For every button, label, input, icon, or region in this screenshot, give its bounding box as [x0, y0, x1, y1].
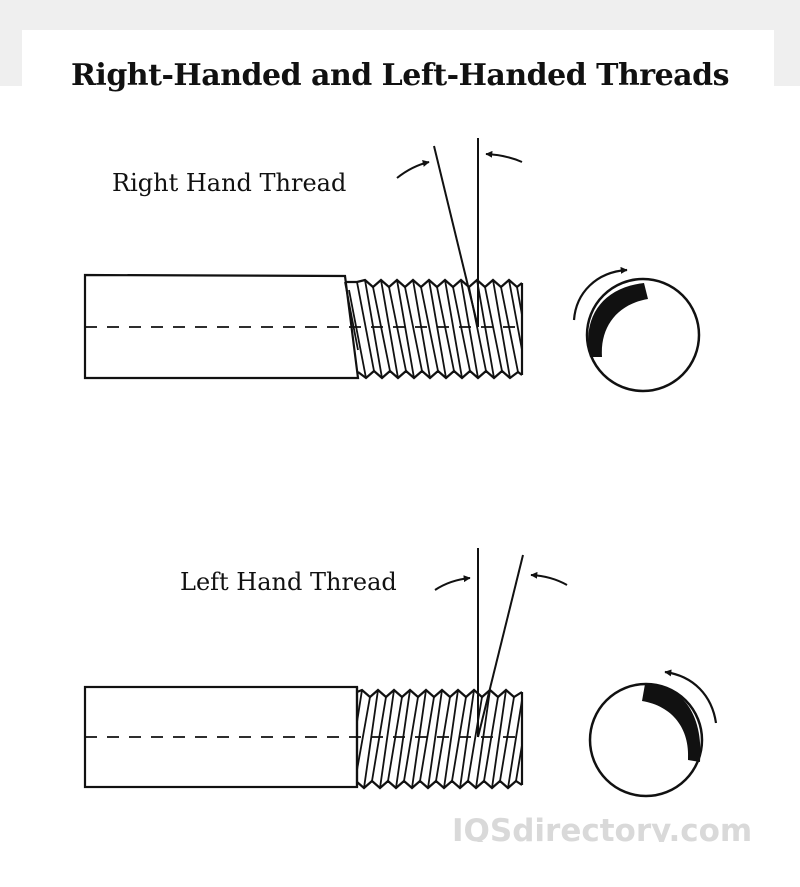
left-thread-section: [355, 687, 524, 790]
left-end-view: [588, 669, 718, 798]
clockwise-rotation-arrow: [572, 266, 628, 321]
right-angle-arrow-right: [485, 150, 523, 163]
left-thread-helix: [356, 689, 523, 789]
title-panel: [22, 30, 774, 120]
left-angle-arrow-left: [434, 575, 471, 591]
right-thread-crescent: [588, 283, 648, 357]
left-angle-arrow-right: [530, 571, 568, 586]
left-thread-crescent: [642, 684, 701, 762]
right-angle-indicator: [396, 138, 523, 328]
left-hand-bolt: [83, 685, 524, 790]
right-hand-bolt: [83, 273, 524, 380]
right-thread-section: [344, 278, 524, 380]
right-end-view: [572, 266, 701, 393]
right-hand-thread-label: Right Hand Thread: [112, 169, 347, 197]
diagram-title: Right-Handed and Left-Handed Threads: [71, 58, 729, 93]
left-helix-angle-line: [477, 554, 524, 738]
right-thread-helix: [344, 279, 523, 379]
left-angle-indicator: [434, 548, 568, 738]
left-hand-thread-label: Left Hand Thread: [180, 568, 397, 596]
site-watermark: IQSdirectory.com: [452, 813, 753, 842]
right-angle-arrow-left: [396, 160, 430, 179]
counterclockwise-rotation-arrow: [664, 669, 718, 724]
right-helix-angle-line: [433, 145, 479, 328]
